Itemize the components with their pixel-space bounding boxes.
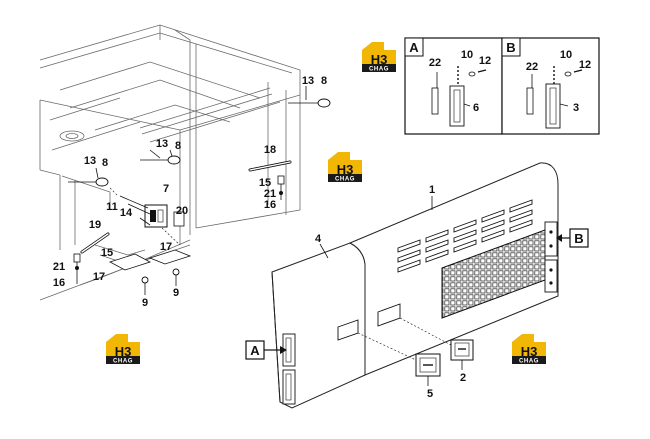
logo-bottom-right: H3 CHAG	[512, 334, 546, 365]
callout-17-left: 17	[93, 271, 105, 283]
callout-9-right: 9	[173, 287, 179, 299]
view-marker-a-label: A	[250, 343, 260, 358]
callout-12-a: 12	[479, 55, 491, 67]
callout-labels: 1 2 3 4 5 6 7 8 8 8 9 9 10 10 11 12 12 1…	[53, 49, 591, 400]
callout-17-right: 17	[160, 241, 172, 253]
latch-handle-2	[399, 317, 474, 361]
callout-21-left: 21	[53, 261, 65, 273]
latch-handle-5	[357, 332, 441, 377]
hinge-right-lower	[544, 259, 558, 293]
callout-11: 11	[106, 201, 118, 213]
callout-5: 5	[427, 388, 433, 400]
logo-top: H3 CHAG	[362, 42, 396, 73]
louvres	[397, 199, 533, 273]
callout-7: 7	[163, 183, 169, 195]
bracket-20	[173, 211, 185, 227]
callout-15-left: 15	[101, 247, 113, 259]
callout-2: 2	[460, 372, 466, 384]
callout-1: 1	[429, 184, 435, 196]
bolt-9-right	[172, 268, 180, 276]
frame-hardware	[68, 98, 331, 295]
callout-3: 3	[573, 102, 579, 114]
callout-22-b: 22	[526, 61, 538, 73]
callout-8-left: 8	[102, 157, 108, 169]
callout-10-a: 10	[461, 49, 473, 61]
detail-label-a: A	[409, 40, 419, 55]
logo-bottom-left: H3 CHAG	[106, 334, 140, 365]
logo-mark: H3	[371, 52, 388, 67]
logo-mid: H3 CHAG	[328, 152, 362, 183]
callout-18: 18	[264, 144, 276, 156]
logo-subtitle: CHAG	[335, 177, 355, 183]
callout-8-top: 8	[321, 75, 327, 87]
logo-subtitle: CHAG	[369, 67, 389, 73]
callout-12-b: 12	[579, 59, 591, 71]
detail-label-b: B	[506, 40, 515, 55]
callout-13-left: 13	[84, 155, 96, 167]
plate-17	[108, 253, 152, 271]
callout-19: 19	[89, 219, 101, 231]
bolt-8-left	[95, 177, 109, 187]
logo-mark: H3	[337, 162, 354, 177]
callout-9-left: 9	[142, 297, 148, 309]
detail-view-b: B	[501, 37, 600, 135]
view-marker-a: A	[245, 340, 287, 360]
detail-view-a: A	[404, 37, 503, 135]
leader-lines	[95, 86, 463, 386]
callout-10-b: 10	[560, 49, 572, 61]
callout-14: 14	[120, 207, 133, 219]
callout-13-mid: 13	[156, 138, 168, 150]
logo-mark: H3	[115, 344, 132, 359]
machine-frame	[39, 24, 301, 301]
callout-16-left: 16	[53, 277, 65, 289]
callout-20: 20	[176, 205, 188, 217]
view-marker-b-label: B	[574, 231, 583, 246]
callout-6: 6	[473, 102, 479, 114]
logo-subtitle: CHAG	[519, 359, 539, 365]
bolt-9-left	[141, 276, 149, 284]
view-marker-b: B	[556, 228, 589, 248]
callout-22-a: 22	[429, 57, 441, 69]
bolt-8-mid	[167, 155, 181, 165]
logo-mark: H3	[521, 344, 538, 359]
hinge-right-upper	[544, 221, 558, 257]
callout-16-right: 16	[264, 199, 276, 211]
callout-21-right: 21	[264, 188, 276, 200]
side-panel-1	[348, 162, 559, 376]
callout-4: 4	[315, 233, 322, 245]
callout-8-mid: 8	[175, 140, 181, 152]
callout-13-top: 13	[302, 75, 314, 87]
logo-subtitle: CHAG	[113, 359, 133, 365]
callout-15-right: 15	[259, 177, 271, 189]
side-panel-4	[271, 242, 366, 409]
bolt-8-top	[317, 98, 331, 108]
